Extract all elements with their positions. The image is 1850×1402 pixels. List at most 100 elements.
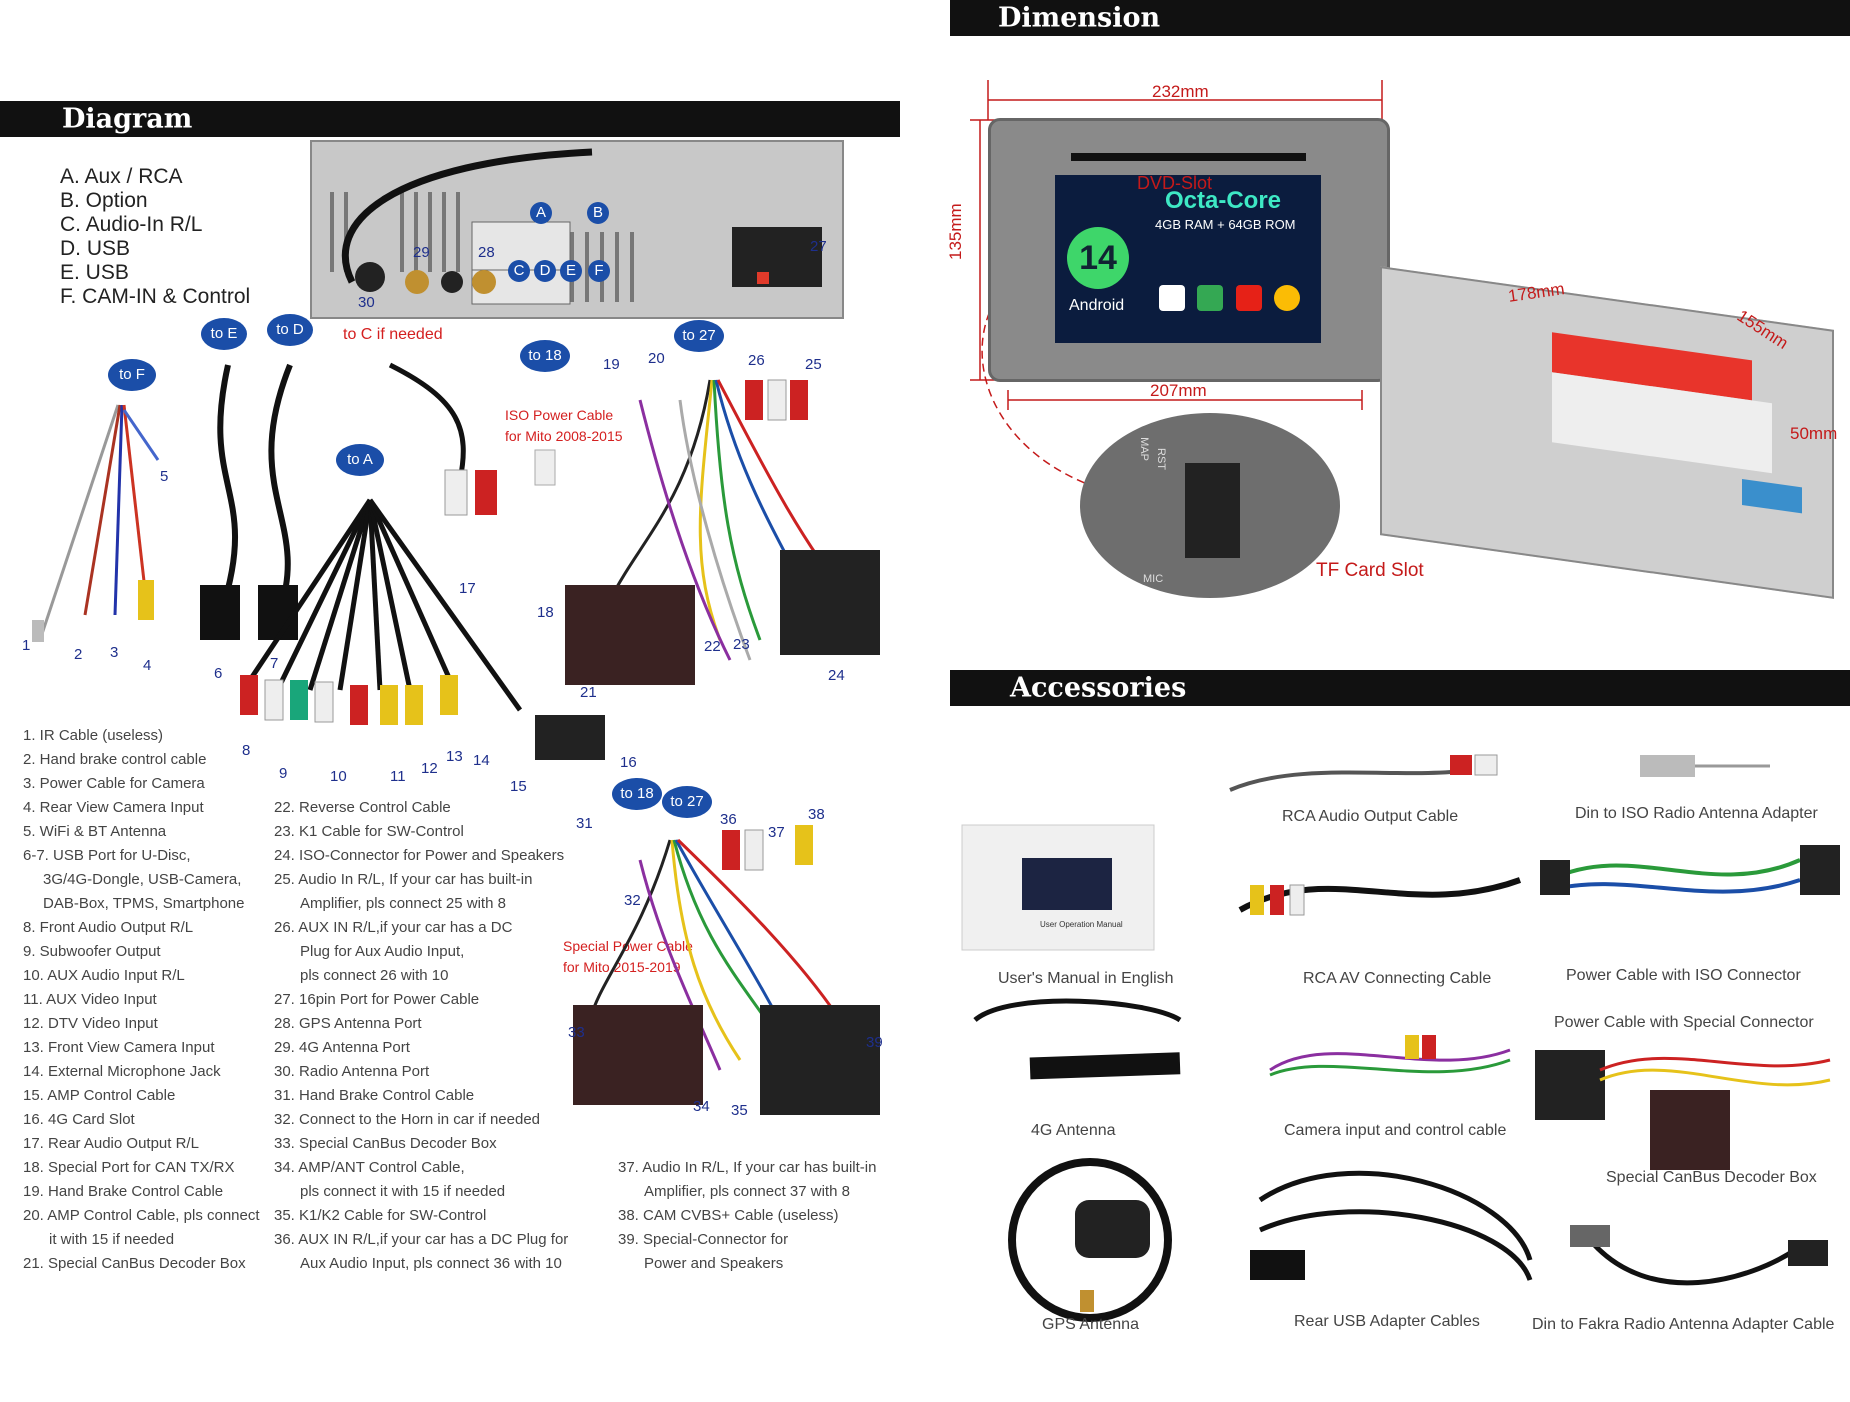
port-b-badge: B: [587, 202, 609, 224]
cable-num-2: 2: [74, 646, 83, 663]
cable-num-24: 24: [828, 667, 845, 684]
rst-label: RST: [1155, 448, 1167, 470]
to-18-bubble-bottom: to 18: [612, 778, 662, 810]
width-232-label: 232mm: [1152, 82, 1209, 101]
port-29-label: 29: [413, 244, 430, 261]
list-item: 26. AUX IN R/L,if your car has a DC: [274, 919, 513, 936]
list-item: 13. Front View Camera Input: [23, 1039, 215, 1056]
cable-num-8: 8: [242, 742, 251, 759]
cable-num-35: 35: [731, 1102, 748, 1119]
port-28-label: 28: [478, 244, 495, 261]
to-27-bubble-top: to 27: [674, 320, 724, 352]
cable-num-16: 16: [620, 754, 637, 771]
cable-num-39: 39: [866, 1034, 883, 1051]
chrome-icon: [1274, 285, 1301, 311]
port-d-badge: D: [534, 260, 556, 282]
unit-vents: [330, 148, 822, 305]
manual-caption: User Operation Manual: [1040, 920, 1123, 929]
cable-list-col2: 22. Reverse Control Cable 23. K1 Cable f…: [274, 796, 568, 1276]
list-item: Aux Audio Input, pls connect 36 with 10: [300, 1255, 562, 1272]
list-item: 5. WiFi & BT Antenna: [23, 823, 167, 840]
maps-icon: [1197, 285, 1224, 311]
to-f-bubble: to F: [108, 359, 156, 391]
list-item: 6-7. USB Port for U-Disc,: [23, 847, 191, 864]
cable-num-34: 34: [693, 1098, 710, 1115]
list-item: 34. AMP/ANT Control Cable,: [274, 1159, 465, 1176]
port-27-label: 27: [810, 238, 827, 255]
cable-num-37: 37: [768, 824, 785, 841]
port-e-badge: E: [560, 260, 582, 282]
cable-num-31: 31: [576, 815, 593, 832]
list-item: 30. Radio Antenna Port: [274, 1063, 430, 1080]
list-item: 10. AUX Audio Input R/L: [23, 967, 185, 984]
cable-list-col3: 37. Audio In R/L, If your car has built-…: [618, 1156, 876, 1276]
dvd-slot-label: DVD-Slot: [1137, 173, 1213, 193]
list-item: 22. Reverse Control Cable: [274, 799, 451, 816]
list-item: pls connect it with 15 if needed: [300, 1183, 506, 1200]
list-item: Amplifier, pls connect 37 with 8: [644, 1183, 850, 1200]
diagram-title: Diagram: [62, 103, 193, 135]
width-207-label: 207mm: [1150, 381, 1207, 400]
list-item: 38. CAM CVBS+ Cable (useless): [618, 1207, 839, 1224]
height-50-label: 50mm: [1790, 424, 1838, 443]
port-a-badge: A: [530, 202, 552, 224]
cable-num-22: 22: [704, 638, 721, 655]
list-item: 20. AMP Control Cable, pls connect: [23, 1207, 260, 1224]
dimension-header: Dimension: [950, 0, 1850, 36]
cable-num-13: 13: [446, 748, 463, 765]
port-f-badge: F: [588, 260, 610, 282]
list-item: 15. AMP Control Cable: [23, 1087, 176, 1104]
cable-num-9: 9: [279, 765, 288, 782]
list-item: 3. Power Cable for Camera: [23, 775, 205, 792]
android-badge: 14: [1067, 227, 1129, 289]
cable-num-20: 20: [648, 350, 665, 367]
accessory-special-power-cable: Power Cable with Special Connector: [1554, 1014, 1814, 1031]
accessory-camera-cable: Camera input and control cable: [1284, 1122, 1507, 1139]
list-item: 2. Hand brake control cable: [23, 751, 207, 768]
cable-num-17: 17: [459, 580, 476, 597]
cable-list-col1: 1. IR Cable (useless) 2. Hand brake cont…: [23, 724, 260, 1276]
list-item: pls connect 26 with 10: [300, 967, 449, 984]
height-135-label: 135mm: [946, 203, 965, 260]
legend-c: C. Audio-In R/L: [60, 213, 203, 236]
diagram-header: Diagram: [0, 101, 900, 137]
port-legend: A. Aux / RCA B. Option C. Audio-In R/L D…: [60, 165, 250, 309]
iso-note-line2: for Mito 2008-2015: [505, 428, 623, 444]
youtube-icon: [1235, 285, 1262, 311]
cable-num-26: 26: [748, 352, 765, 369]
cable-num-12: 12: [421, 760, 438, 777]
carplay-icon: [1159, 285, 1185, 311]
iso-cable-note: ISO Power Cable for Mito 2008-2015: [505, 405, 623, 447]
port-c-badge: C: [508, 260, 530, 282]
map-label: MAP: [1137, 437, 1150, 461]
cable-num-15: 15: [510, 778, 527, 795]
legend-b: B. Option: [60, 189, 148, 212]
cable-num-21: 21: [580, 684, 597, 701]
dimension-title: Dimension: [998, 2, 1161, 34]
legend-f: F. CAM-IN & Control: [60, 285, 251, 308]
cable-num-10: 10: [330, 768, 347, 785]
list-item: it with 15 if needed: [49, 1231, 175, 1248]
cable-num-18: 18: [537, 604, 554, 621]
accessory-canbus-box: Special CanBus Decoder Box: [1606, 1169, 1817, 1186]
to-d-bubble: to D: [267, 314, 313, 346]
legend-e: E. USB: [60, 261, 129, 284]
cable-num-19: 19: [603, 356, 620, 373]
list-item: 29. 4G Antenna Port: [274, 1039, 410, 1056]
list-item: DAB-Box, TPMS, Smartphone: [43, 895, 245, 912]
list-item: 9. Subwoofer Output: [23, 943, 161, 960]
list-item: Amplifier, pls connect 25 with 8: [300, 895, 506, 912]
accessory-gps-antenna: GPS Antenna: [1042, 1316, 1139, 1333]
accessory-thumbnails: [961, 754, 1840, 1322]
accessory-user-manual: User's Manual in English: [998, 970, 1174, 987]
list-item: 24. ISO-Connector for Power and Speakers: [274, 847, 565, 864]
legend-d: D. USB: [60, 237, 131, 260]
accessories-header: Accessories: [950, 670, 1850, 706]
list-item: 1. IR Cable (useless): [23, 727, 164, 744]
head-unit-front: 14 Android Octa-Core 4GB RAM + 64GB ROM: [988, 118, 1390, 382]
cable-num-38: 38: [808, 806, 825, 823]
cable-num-36: 36: [720, 811, 737, 828]
cable-num-3: 3: [110, 644, 119, 661]
list-item: 35. K1/K2 Cable for SW-Control: [274, 1207, 487, 1224]
list-item: 31. Hand Brake Control Cable: [274, 1087, 475, 1104]
